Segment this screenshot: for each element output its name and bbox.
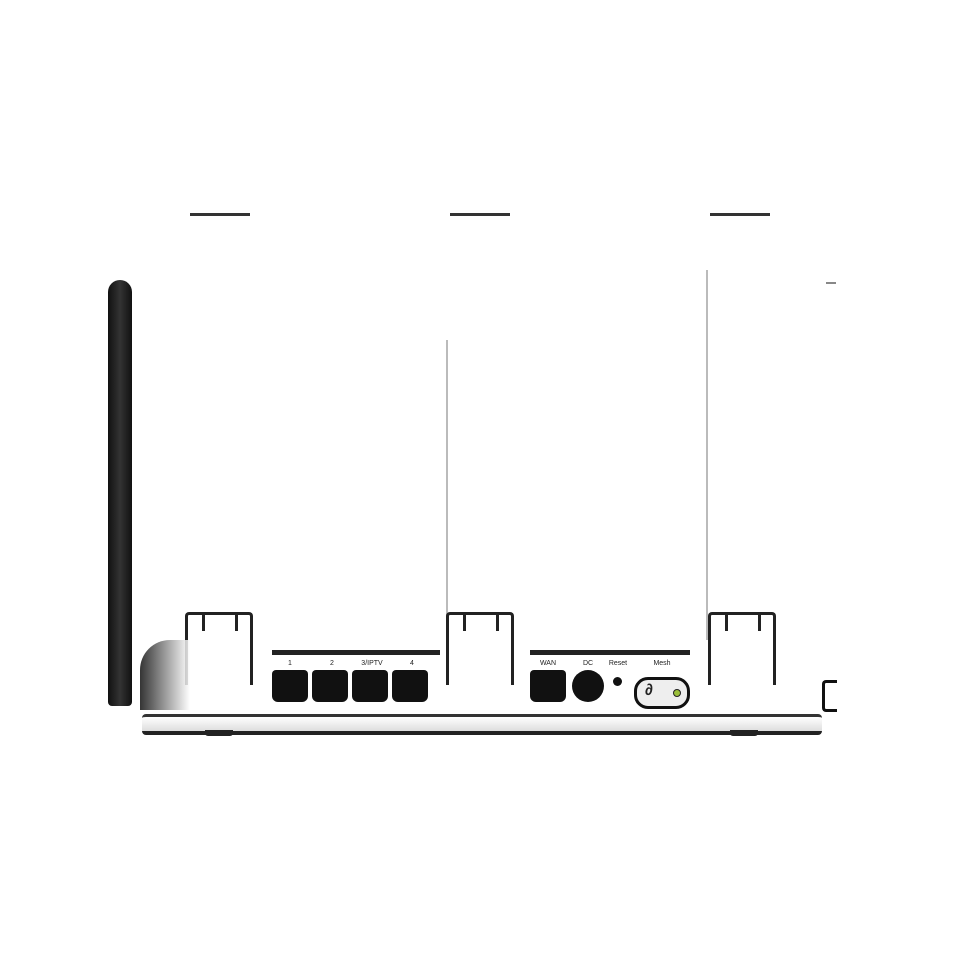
lan4-label: 4 <box>410 660 414 667</box>
wan-label: WAN <box>539 660 557 667</box>
antenna-hinge <box>708 612 776 685</box>
router-foot <box>730 730 758 736</box>
antenna-tip <box>450 213 510 216</box>
side-antenna <box>108 280 132 706</box>
antenna-edge <box>446 340 448 640</box>
shadow <box>140 640 190 710</box>
reset-button <box>613 677 622 686</box>
wan-port <box>530 670 566 702</box>
dc-label: DC <box>582 660 594 667</box>
reset-label: Reset <box>608 660 628 667</box>
mesh-button: ∂ <box>634 677 690 709</box>
lan-port-1 <box>272 670 308 702</box>
label-strip <box>530 650 690 655</box>
lan2-label: 2 <box>330 660 334 667</box>
dc-jack <box>572 670 604 702</box>
label-strip <box>272 650 440 655</box>
body-edge <box>822 680 837 712</box>
lan1-label: 1 <box>288 660 292 667</box>
lan-port-3 <box>352 670 388 702</box>
antenna-hinge <box>446 612 514 685</box>
lan-port-2 <box>312 670 348 702</box>
antenna-tip <box>710 213 770 216</box>
antenna-edge <box>706 270 708 640</box>
lan-port-4 <box>392 670 428 702</box>
router-base <box>142 714 822 735</box>
router-foot <box>205 730 233 736</box>
mesh-led <box>673 689 681 697</box>
antenna-tip <box>190 213 250 216</box>
lan3-label: 3/IPTV <box>361 660 383 667</box>
antenna-edge <box>826 282 836 284</box>
mesh-icon: ∂ <box>645 682 653 699</box>
mesh-label: Mesh <box>653 660 671 667</box>
antenna-hinge <box>185 612 253 685</box>
